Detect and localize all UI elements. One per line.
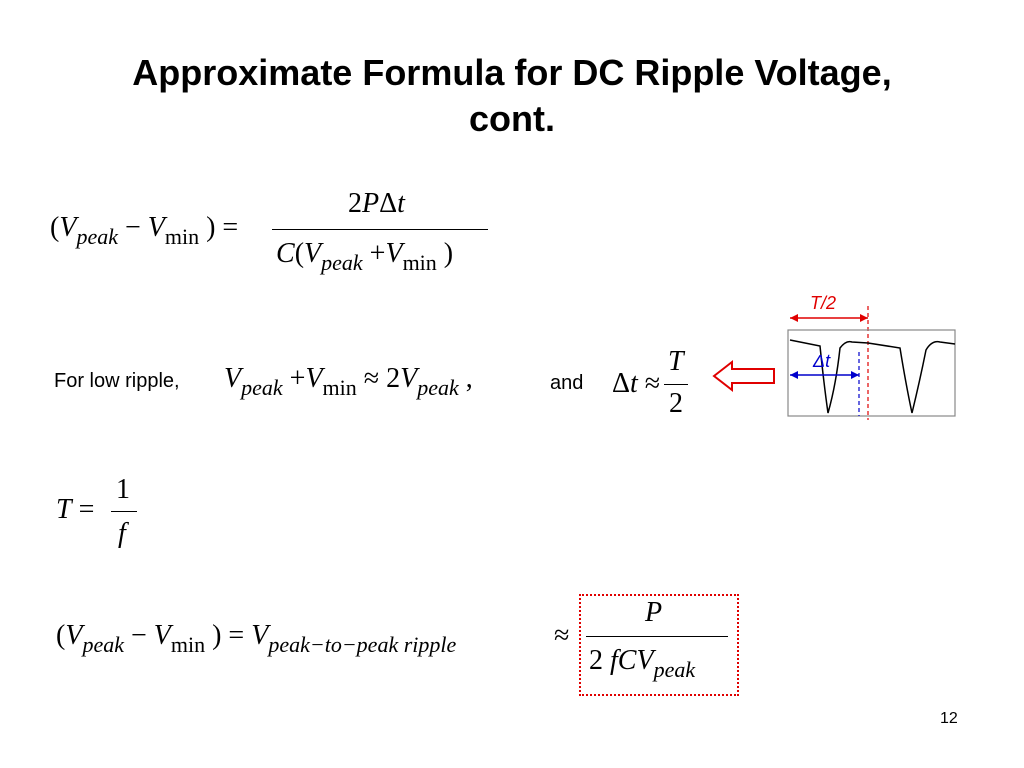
eq5-approx: ≈ bbox=[554, 620, 570, 651]
eq4-denominator: f bbox=[118, 518, 126, 549]
eq3-numerator: T bbox=[668, 346, 684, 377]
eq3-denominator: 2 bbox=[669, 388, 683, 419]
ripple-waveform-figure: T/2 Δt bbox=[787, 293, 956, 420]
eq5-fraction-bar bbox=[586, 636, 728, 637]
period-arrow-right-icon bbox=[860, 314, 868, 322]
eq3-lhs: Δt ≈ bbox=[612, 368, 661, 399]
page-number: 12 bbox=[940, 710, 958, 727]
eq4-lhs: T = bbox=[56, 494, 95, 525]
eq1-fraction-bar bbox=[272, 229, 488, 230]
figure-frame bbox=[787, 329, 956, 417]
eq5-numerator: P bbox=[645, 597, 663, 628]
eq4-fraction-bar bbox=[111, 511, 137, 512]
delta-label: Δt bbox=[812, 351, 831, 371]
eq4-numerator: 1 bbox=[116, 474, 130, 505]
title-line-1: Approximate Formula for DC Ripple Voltag… bbox=[132, 52, 892, 93]
period-label: T/2 bbox=[810, 293, 836, 313]
eq3-fraction-bar bbox=[664, 384, 688, 385]
eq5-denominator: 2 fCVpeak bbox=[589, 645, 696, 682]
title-line-2: cont. bbox=[469, 98, 555, 139]
delta-arrow-right-icon bbox=[851, 371, 859, 379]
and-label: and bbox=[550, 372, 584, 394]
left-arrow-icon bbox=[712, 359, 775, 393]
final-result-box bbox=[579, 594, 739, 696]
delta-arrow-left-icon bbox=[790, 371, 798, 379]
page-title: Approximate Formula for DC Ripple Voltag… bbox=[0, 50, 1024, 142]
eq1-denominator: C(Vpeak +Vmin ) bbox=[276, 238, 454, 275]
ripple-waveform bbox=[789, 339, 956, 414]
eq5-lhs: (Vpeak − Vmin ) = Vpeak−to−peak ripple bbox=[56, 620, 457, 657]
period-arrow-left-icon bbox=[790, 314, 798, 322]
low-ripple-label: For low ripple, bbox=[54, 370, 180, 392]
eq2-approx: Vpeak +Vmin ≈ 2Vpeak , bbox=[224, 363, 473, 400]
eq1-numerator: 2PΔt bbox=[348, 188, 405, 219]
eq1-lhs: (Vpeak − Vmin ) = bbox=[50, 212, 239, 249]
